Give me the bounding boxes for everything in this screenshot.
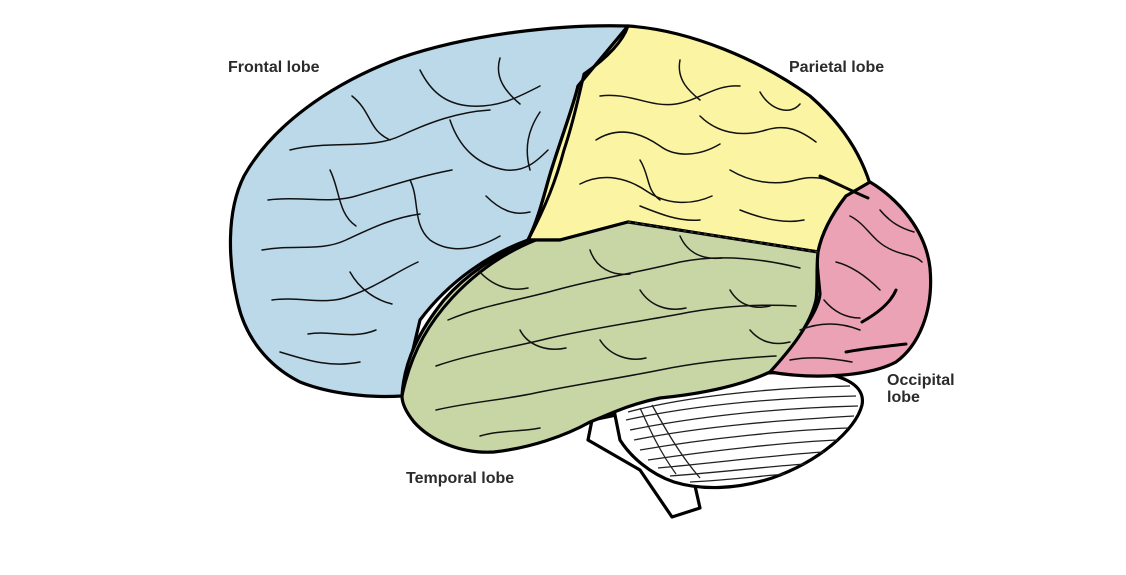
frontal-sulci <box>261 57 549 365</box>
parietal-lobe-label: Parietal lobe <box>789 59 885 76</box>
temporal-sulci <box>435 235 801 437</box>
parietal-sulci <box>579 59 847 223</box>
occipital-lobe-label: Occipital lobe <box>887 372 955 406</box>
central-sulcus <box>526 24 630 242</box>
temporal-lobe-label: Temporal lobe <box>406 470 515 487</box>
occipital-inner-line <box>844 288 908 354</box>
cerebellum-folia <box>625 385 859 483</box>
occipital-sulci <box>789 209 923 363</box>
lateral-fissure <box>400 238 538 398</box>
frontal-lobe-label: Frontal lobe <box>228 59 320 76</box>
temporal-lobe-region <box>400 220 820 454</box>
